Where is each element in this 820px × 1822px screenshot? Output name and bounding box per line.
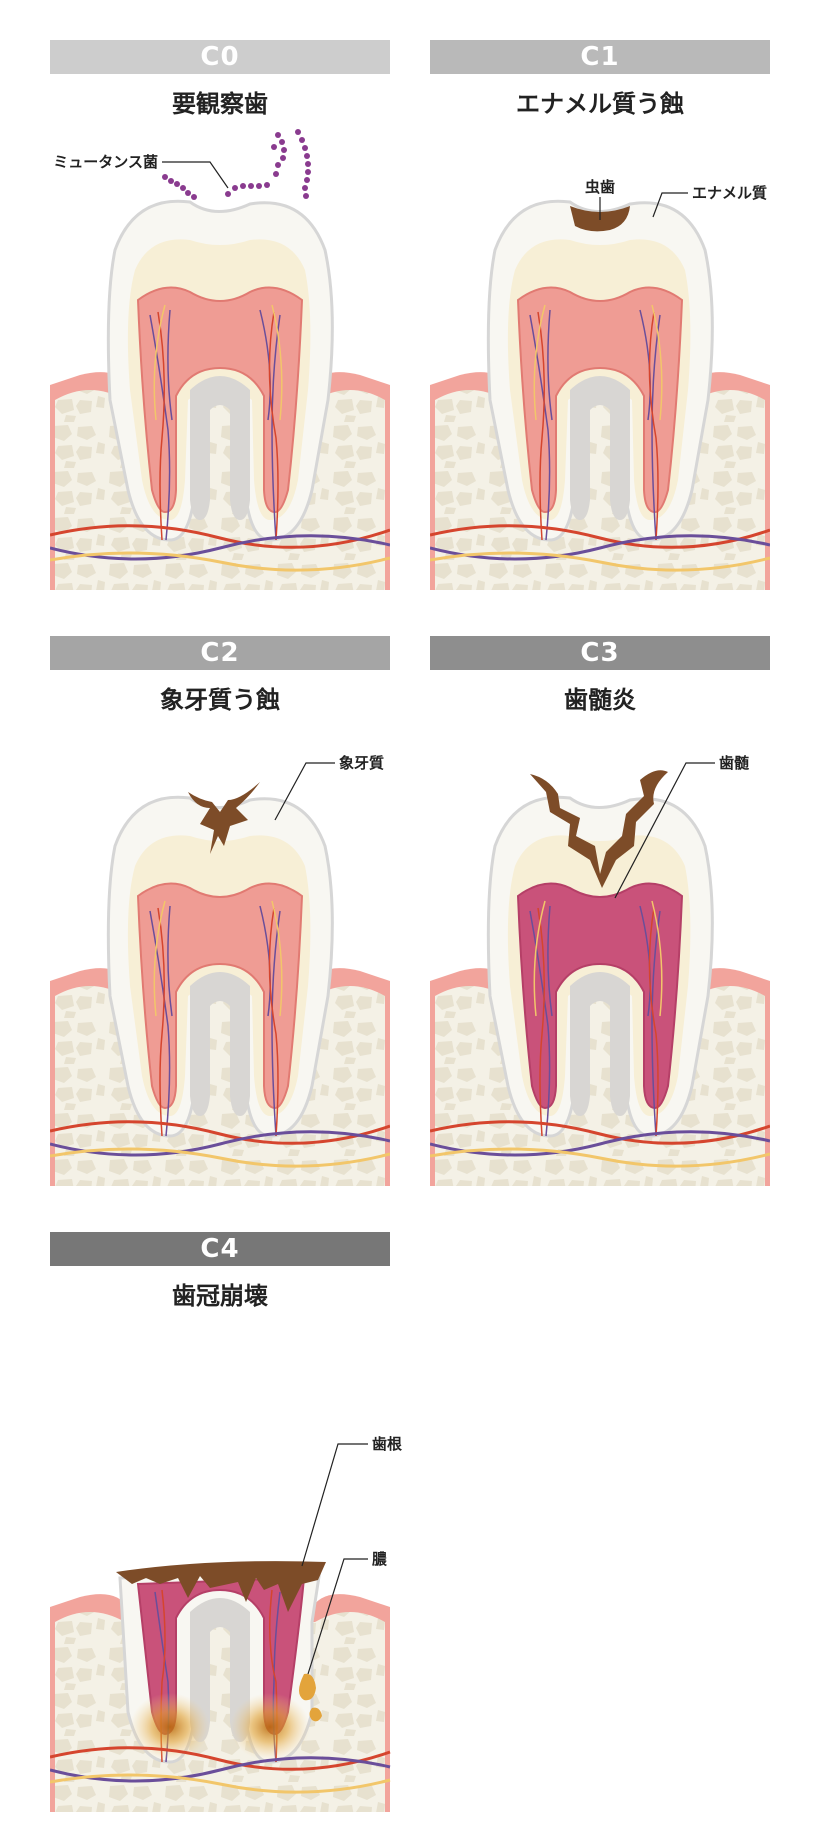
stage-header-c4: C4 [50,1232,390,1266]
decay-area [188,782,260,854]
decay-area [116,1561,326,1612]
tooth-diagram-c4: 歯根 膿 [50,1435,402,1812]
callout-root: 歯根 [301,1435,402,1567]
callout-enamel: エナメル質 [652,184,767,218]
stage-panel-c4: C4 歯冠崩壊 歯根 [50,1232,402,1812]
stage-panel-c3: C3 歯髄炎 歯髄 [430,636,770,1186]
stage-header-c1: C1 [430,40,770,74]
label-cavity: 虫歯 [585,178,615,196]
stage-panel-c2: C2 象牙質う蝕 象牙質 [50,636,390,1186]
stage-header-c3: C3 [430,636,770,670]
nerves [50,1120,390,1168]
nerves [50,524,390,572]
callout-pulp: 歯髄 [614,754,750,899]
callout-mutans: ミュータンス菌 [53,153,229,189]
stage-title-c0: 要観察歯 [172,90,268,118]
nerves [50,1746,391,1794]
bacteria [162,129,311,200]
stage-header-c2: C2 [50,636,390,670]
stage-title-c4: 歯冠崩壊 [172,1282,268,1310]
stage-title-c2: 象牙質う蝕 [160,686,280,714]
label-mutans: ミュータンス菌 [53,153,158,171]
stage-header-c0: C0 [50,40,390,74]
tooth [486,199,714,542]
tooth [106,199,334,542]
decay-area [530,770,668,888]
callout-dentin: 象牙質 [274,754,384,821]
stage-title-c3: 歯髄炎 [564,686,636,714]
stage-title-c1: エナメル質う蝕 [516,90,684,118]
tooth-diagram-c3: 歯髄 [430,754,770,1186]
label-dentin: 象牙質 [339,754,384,772]
label-enamel: エナメル質 [692,184,767,202]
label-pulp: 歯髄 [719,754,750,772]
tooth-diagram-c0: ミュータンス菌 [50,129,390,590]
nerves [430,524,770,572]
label-root: 歯根 [372,1435,402,1453]
pus-glow [130,1673,322,1761]
jaw-bone [430,968,770,1186]
nerves [430,1120,770,1168]
tooth [486,770,714,1138]
label-pus: 膿 [372,1550,388,1568]
stage-panel-c0: C0 要観察歯 [50,40,390,590]
stage-panel-c1: C1 エナメル質う蝕 虫歯 [430,40,770,590]
tooth-diagram-c1: 虫歯 エナメル質 [430,178,770,590]
tooth [106,782,334,1138]
tooth-diagram-c2: 象牙質 [50,754,390,1186]
callout-cavity: 虫歯 [585,178,615,220]
callout-pus: 膿 [307,1550,388,1675]
